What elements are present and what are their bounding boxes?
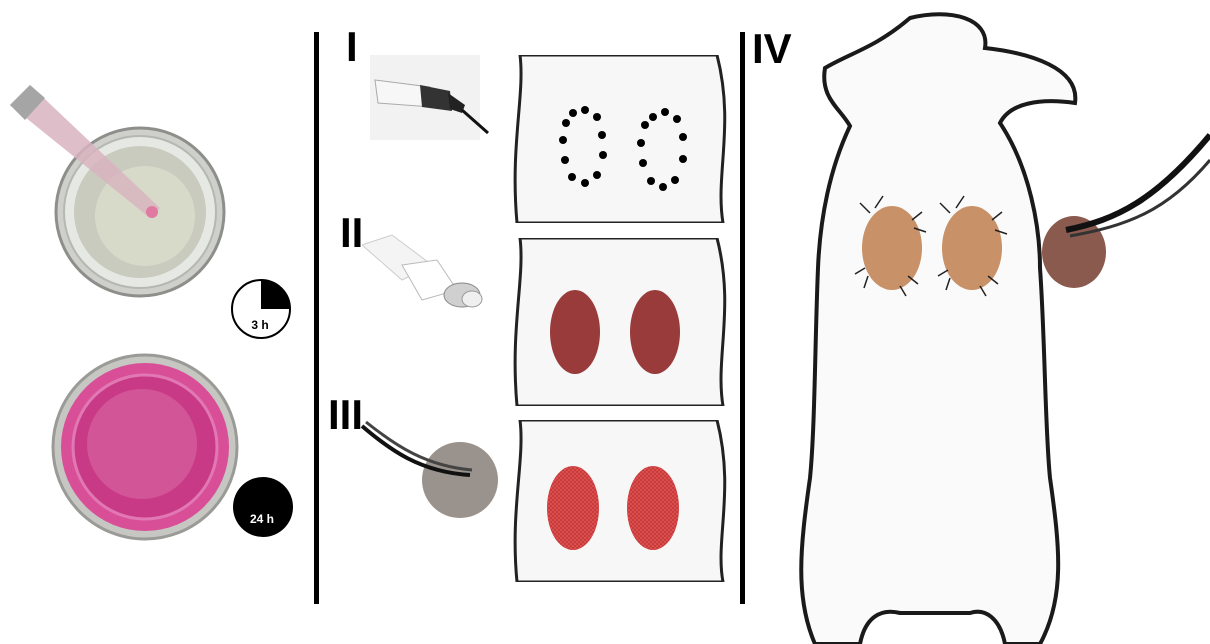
marker-pen-icon <box>370 55 490 140</box>
seeding-dish-illustration <box>0 70 240 320</box>
mouse-back-step1 <box>505 55 735 223</box>
mouse-back-step3 <box>505 420 735 582</box>
biopsy-punch-icon <box>362 225 492 320</box>
timer-24h-icon <box>232 476 294 538</box>
mouse-back-step2 <box>505 238 735 406</box>
step-2-label: II <box>340 212 363 254</box>
forceps-membrane-icon <box>360 420 500 520</box>
left-divider <box>314 32 319 604</box>
timer-24h-label: 24 h <box>232 512 292 526</box>
step-1-label: I <box>346 26 358 68</box>
mouse-body-illustration <box>790 8 1090 644</box>
timer-3h-label: 3 h <box>230 318 290 332</box>
forceps-graft-icon <box>1036 130 1210 290</box>
culture-panel: 3 h 24 h <box>0 0 310 644</box>
right-divider <box>740 32 745 604</box>
incubation-dish-illustration <box>50 352 240 542</box>
step-4-label: IV <box>752 28 792 70</box>
step-3-label: III <box>328 394 363 436</box>
